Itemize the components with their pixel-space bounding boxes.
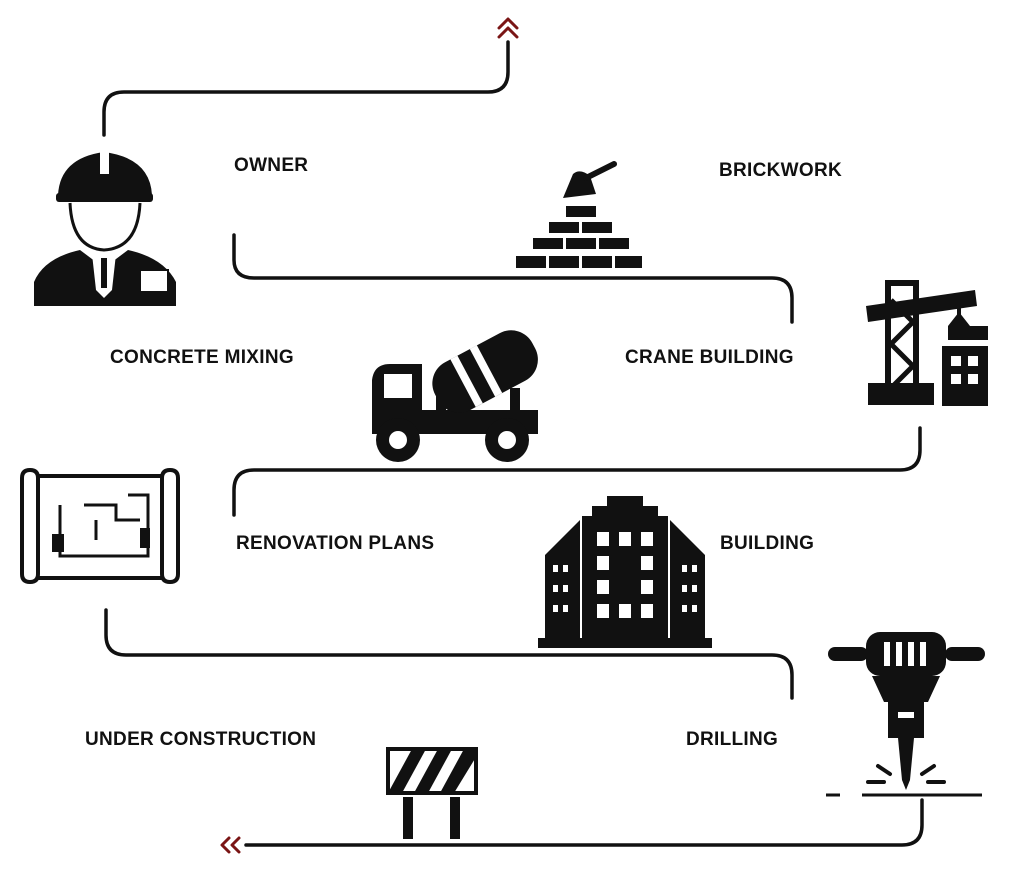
step-label-under-construction: UNDER CONSTRUCTION — [85, 729, 317, 750]
step-label-concrete-mixing: CONCRETE MIXING — [110, 347, 294, 368]
tower-crane-icon — [866, 280, 988, 406]
step-label-drilling: DRILLING — [686, 729, 779, 750]
construction-worker-icon — [34, 152, 176, 306]
concrete-mixer-truck-icon — [372, 330, 538, 462]
connector-bottom — [244, 798, 924, 847]
double-chevron-up-icon — [497, 17, 519, 39]
brick-trowel-icon — [516, 161, 642, 268]
connector-crane-reno — [232, 426, 922, 517]
jackhammer-icon — [826, 632, 990, 797]
step-label-building: BUILDING — [720, 533, 815, 554]
office-building-icon — [538, 496, 712, 648]
road-barrier-icon — [386, 747, 478, 839]
blueprint-icon — [20, 467, 180, 585]
connector-lines — [102, 40, 924, 847]
step-label-crane-building: CRANE BUILDING — [625, 347, 794, 368]
connector-top — [102, 40, 510, 137]
double-chevron-left-icon — [220, 836, 241, 854]
step-label-owner: OWNER — [234, 155, 309, 176]
step-label-renovation-plans: RENOVATION PLANS — [236, 533, 435, 554]
step-label-brickwork: BRICKWORK — [719, 160, 843, 181]
connector-reno-drilling — [104, 608, 794, 700]
connector-owner-crane — [232, 233, 794, 324]
